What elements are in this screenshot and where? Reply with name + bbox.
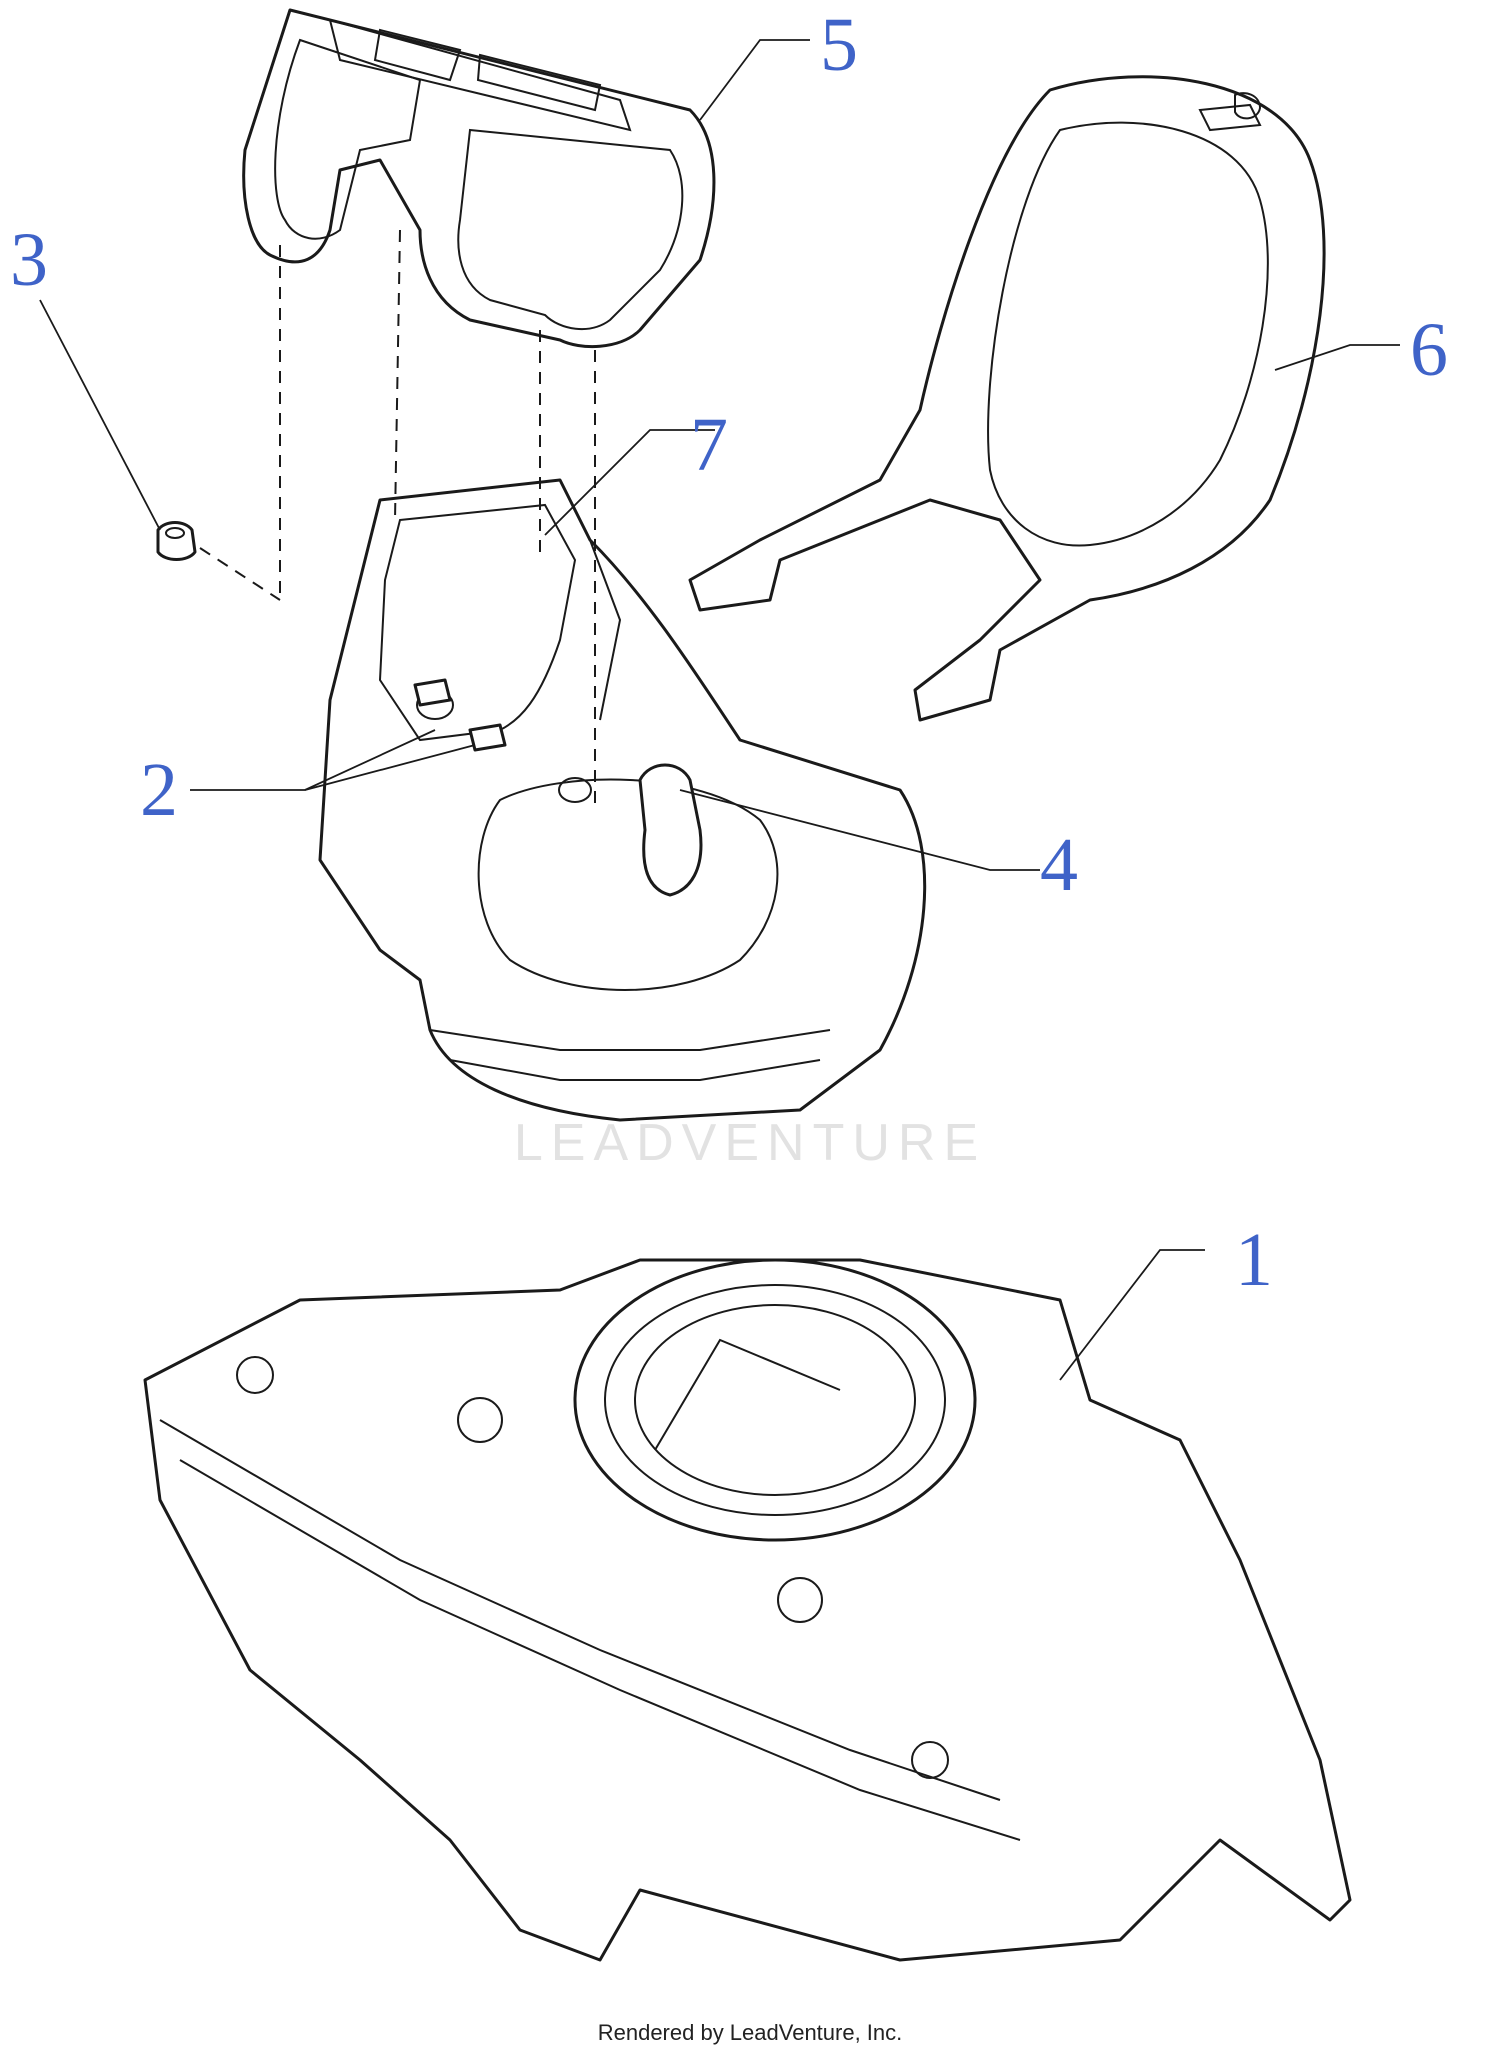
callout-1: 1 — [1235, 1218, 1273, 1302]
part-3-nut — [156, 521, 197, 561]
part-1-base — [143, 1258, 1352, 1962]
callout-4: 4 — [1040, 823, 1078, 907]
assembly-lines — [199, 229, 596, 810]
callout-2: 2 — [140, 748, 178, 832]
part-4-knob — [638, 763, 703, 897]
watermark-text: LEADVENTURE — [514, 1114, 986, 1172]
part-6-handle — [688, 75, 1326, 722]
part-5-deflector — [242, 8, 716, 349]
footer-credit: Rendered by LeadVenture, Inc. — [598, 2020, 903, 2045]
callout-7: 7 — [690, 403, 728, 487]
callout-6: 6 — [1410, 308, 1448, 392]
part-7-chute — [318, 478, 927, 1122]
callout-5: 5 — [820, 3, 858, 87]
callout-3: 3 — [10, 218, 48, 302]
part-2-pins — [413, 678, 507, 752]
callouts: 1 2 3 4 5 6 7 — [10, 3, 1448, 1302]
leader-lines — [39, 39, 1400, 1381]
